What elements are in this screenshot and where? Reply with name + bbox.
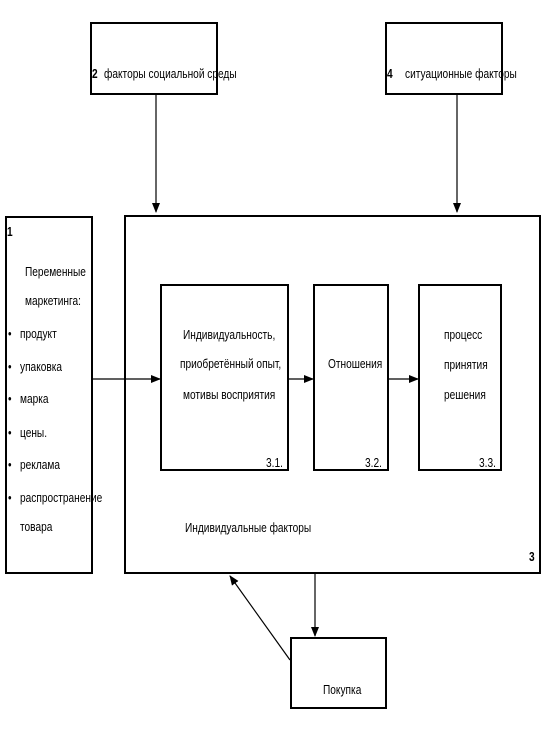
individual-factors-frame: [124, 215, 541, 574]
bullet-icon: •: [8, 391, 12, 406]
situational-factors-label: ситуационные факторы: [405, 66, 517, 81]
bullet-icon: •: [8, 457, 12, 472]
purchase-label: Покупка: [323, 682, 362, 697]
marketing-item-prices: цены.: [20, 425, 48, 440]
attitudes-box: [313, 284, 389, 471]
bullet-icon: •: [8, 326, 12, 341]
marketing-item-brand: марка: [20, 391, 49, 406]
personality-number: 3.1.: [266, 455, 283, 470]
attitudes-number: 3.2.: [365, 455, 382, 470]
situational-factors-box: [385, 22, 503, 95]
marketing-variables-title-1: Переменные: [25, 264, 86, 279]
individual-factors-label: Индивидуальные факторы: [185, 520, 312, 535]
bullet-icon: •: [8, 425, 12, 440]
marketing-item-advertising: реклама: [20, 457, 60, 472]
marketing-item-packaging: упаковка: [20, 359, 63, 374]
marketing-variables-box: [5, 216, 93, 574]
situational-factors-number: 4: [387, 66, 393, 81]
bullet-icon: •: [8, 490, 12, 505]
personality-box: [160, 284, 289, 471]
decision-line-1: процесс: [444, 327, 483, 342]
decision-line-2: принятия: [444, 357, 488, 372]
decision-line-3: решения: [444, 387, 486, 402]
decision-box: [418, 284, 502, 471]
decision-number: 3.3.: [479, 455, 496, 470]
social-factors-box: [90, 22, 218, 95]
social-factors-number: 2: [92, 66, 98, 81]
purchase-box: [290, 637, 387, 709]
bullet-icon: •: [8, 359, 12, 374]
personality-line-2: приобретённый опыт,: [180, 356, 282, 371]
individual-factors-number: 3: [529, 549, 535, 564]
marketing-item-distribution: распространение: [20, 490, 103, 505]
attitudes-label: Отношения: [328, 356, 383, 371]
marketing-variables-title-2: маркетинга:: [25, 293, 81, 308]
personality-line-3: мотивы восприятия: [183, 387, 276, 402]
social-factors-label: факторы социальной среды: [104, 66, 237, 81]
arrow-purchase-feedback: [229, 575, 291, 661]
marketing-item-distribution-cont: товара: [20, 519, 53, 534]
marketing-variables-number: 1: [7, 224, 13, 239]
marketing-item-product: продукт: [20, 326, 57, 341]
personality-line-1: Индивидуальность,: [183, 327, 276, 342]
